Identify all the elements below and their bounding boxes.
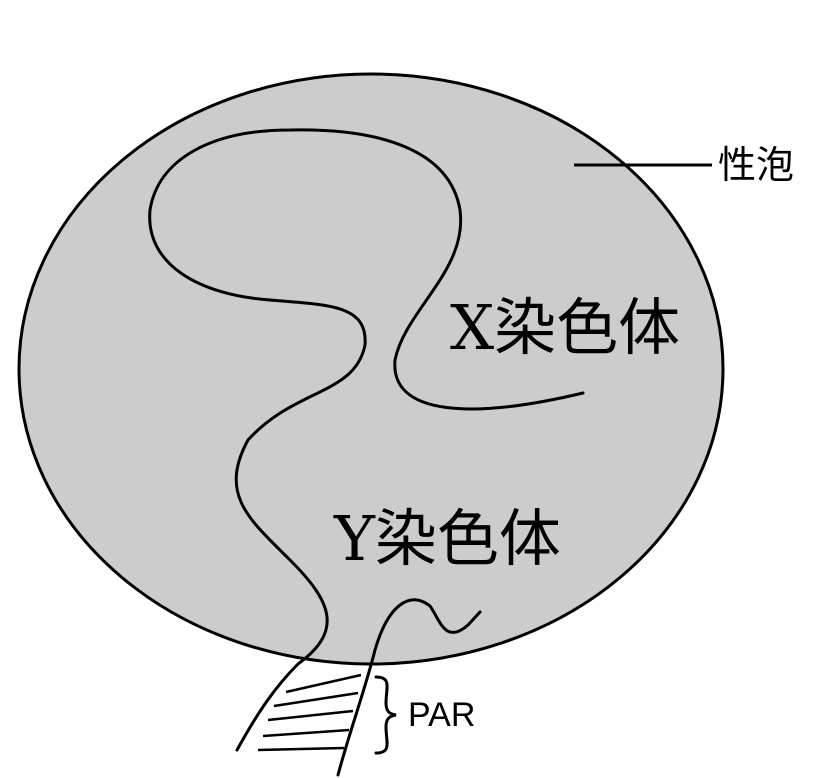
par-rung bbox=[257, 746, 345, 752]
sex-vesicle-body bbox=[17, 72, 725, 666]
par-label: PAR bbox=[408, 696, 476, 734]
y-chromosome-strand bbox=[336, 598, 482, 777]
par-rung bbox=[267, 709, 354, 722]
x-chromosome-strand bbox=[148, 128, 585, 752]
par-curly-brace bbox=[374, 675, 397, 755]
x-chromosome-label: X染色体 bbox=[450, 291, 681, 364]
par-rung bbox=[285, 673, 362, 694]
par-pairing-rungs bbox=[257, 673, 362, 752]
par-rung bbox=[273, 691, 359, 708]
y-chromosome-label: Y染色体 bbox=[334, 502, 561, 575]
sex-vesicle-label: 性泡 bbox=[718, 143, 795, 187]
par-rung bbox=[262, 728, 350, 738]
